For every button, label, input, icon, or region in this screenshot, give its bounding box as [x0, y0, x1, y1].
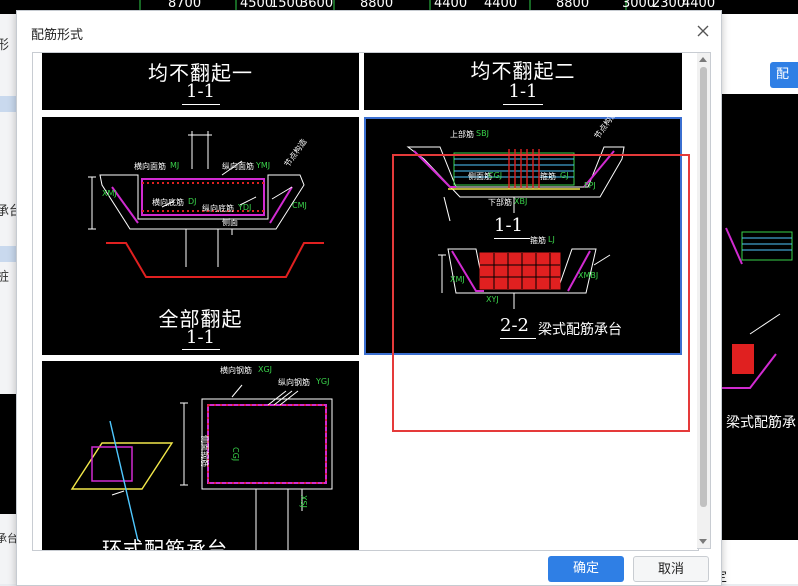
dimension-label: 8700	[168, 0, 202, 11]
dialog-title: 配筋形式	[31, 28, 84, 43]
section-underline	[494, 238, 530, 239]
tile-section-label: 1-1	[508, 81, 538, 102]
rebar-code: CMJ	[292, 201, 307, 210]
tile-section-label: 2-2	[500, 315, 529, 336]
option-tile-all-raised[interactable]: 横向面筋 MJ 纵向面筋 YMJ 横向底筋 DJ 纵向底筋 YDJ XMJ CM…	[42, 117, 359, 355]
section-underline	[182, 104, 220, 105]
rebar-label: 纵向底筋	[202, 204, 234, 213]
rebar-code: DJ	[188, 197, 197, 206]
rebar-label: 纵向面筋	[222, 162, 254, 171]
gallery-scrollbar[interactable]	[697, 52, 711, 549]
rebar-code: GJ	[560, 171, 569, 180]
rebar-code: MJ	[170, 161, 180, 170]
rebar-label: 箍筋	[540, 172, 556, 181]
rebar-code: YDJ	[238, 203, 252, 212]
rebar-form-dialog: 配筋形式 均不翻起一 1-1 均不翻起二 1-1	[16, 10, 722, 586]
rebar-label: 侧面钢筋	[200, 435, 209, 467]
left-fragment: 承台	[0, 532, 18, 545]
dimension-label: 1500	[270, 0, 304, 11]
background-footer: 定	[714, 562, 798, 585]
rebar-code: YMJ	[256, 161, 271, 170]
rebar-label: 上部筋	[450, 130, 474, 139]
dimension-label: 2300	[652, 0, 686, 11]
cancel-button[interactable]: 取消	[633, 556, 709, 582]
all-raised-drawing	[88, 131, 324, 278]
rebar-code: YGJ	[316, 377, 330, 386]
rebar-code: LJ	[548, 235, 555, 244]
tile-section-label: 1-1	[186, 81, 215, 102]
tile-section-label: 1-1	[186, 327, 215, 348]
tile-title: 均不翻起二	[470, 59, 576, 83]
scroll-up-icon[interactable]	[699, 57, 707, 62]
tile-section-label: 1-1	[494, 215, 523, 236]
tile-title: 全部翻起	[158, 307, 243, 331]
tile-title: 环式配筋承台	[102, 537, 228, 550]
left-fragment: 形	[0, 34, 9, 53]
option-tile-ring-cap[interactable]: 横向钢筋 XGJ 纵向钢筋 YGJ 侧面钢筋 CGJ XSJ 环式配筋承台	[42, 361, 359, 550]
section-underline	[500, 338, 536, 339]
scroll-down-icon[interactable]	[699, 539, 707, 544]
rebar-code: XSJ	[299, 495, 308, 508]
rebar-code: SBJ	[476, 129, 489, 138]
dimension-label: 4400	[434, 0, 468, 11]
ring-cap-drawing	[70, 384, 333, 550]
dimension-label: 8800	[556, 0, 590, 11]
scrollbar-thumb[interactable]	[700, 67, 707, 507]
left-fragment: 桩	[0, 266, 9, 285]
rebar-code: FPJ	[584, 181, 596, 190]
rebar-label: 纵向钢筋	[278, 378, 310, 387]
rebar-form-gallery: 均不翻起一 1-1 均不翻起二 1-1	[32, 52, 699, 551]
background-right-panel: 配 梁式配筋承 定	[714, 14, 798, 585]
background-cad-drawing	[720, 227, 793, 389]
rebar-label: 横向底筋	[152, 198, 184, 207]
rebar-code: CGJ	[488, 171, 503, 180]
dimension-label: 4400	[484, 0, 518, 11]
rebar-label: 横向钢筋	[220, 366, 252, 375]
rebar-label: 横向面筋	[134, 162, 166, 171]
option-tile-beam-cap[interactable]: 上部筋 SBJ 侧面筋 CGJ 箍筋 GJ 下部筋 XBJ FPJ XMJ XM…	[364, 117, 682, 355]
rebar-label: 侧面筋	[468, 172, 492, 181]
beam-cap-drawing	[406, 146, 625, 309]
dimension-label: 4400	[682, 0, 716, 11]
ok-button[interactable]: 确定	[548, 556, 624, 582]
close-icon[interactable]	[693, 21, 713, 41]
section-underline	[182, 349, 220, 350]
section-underline	[503, 104, 543, 105]
rebar-code: XGJ	[258, 365, 273, 374]
rebar-code: CGJ	[231, 447, 240, 462]
option-tile-none-raised-1[interactable]: 均不翻起一 1-1	[42, 53, 359, 110]
tile-title: 梁式配筋承台	[538, 322, 622, 338]
dimension-label: 4500	[240, 0, 274, 11]
dimension-label: 3600	[300, 0, 334, 11]
rebar-label: 下部筋	[488, 198, 512, 207]
background-action-button[interactable]: 配	[770, 62, 798, 88]
dimension-label: 3000	[622, 0, 656, 11]
rebar-code: XBJ	[514, 197, 528, 206]
rebar-label: 箍筋	[530, 236, 546, 245]
background-caption: 梁式配筋承	[726, 415, 796, 431]
option-tile-none-raised-2[interactable]: 均不翻起二 1-1	[364, 53, 682, 110]
background-cad-preview: 梁式配筋承	[720, 94, 798, 540]
rebar-label: 侧面	[222, 218, 238, 227]
rebar-code: XMBJ	[578, 271, 599, 280]
rebar-code: XYJ	[486, 295, 499, 304]
dimension-label: 8800	[360, 0, 394, 11]
rebar-code: XMJ	[450, 275, 465, 284]
dialog-titlebar[interactable]: 配筋形式	[17, 11, 721, 51]
tile-title: 均不翻起一	[148, 61, 253, 85]
rebar-code: XMJ	[102, 189, 117, 198]
